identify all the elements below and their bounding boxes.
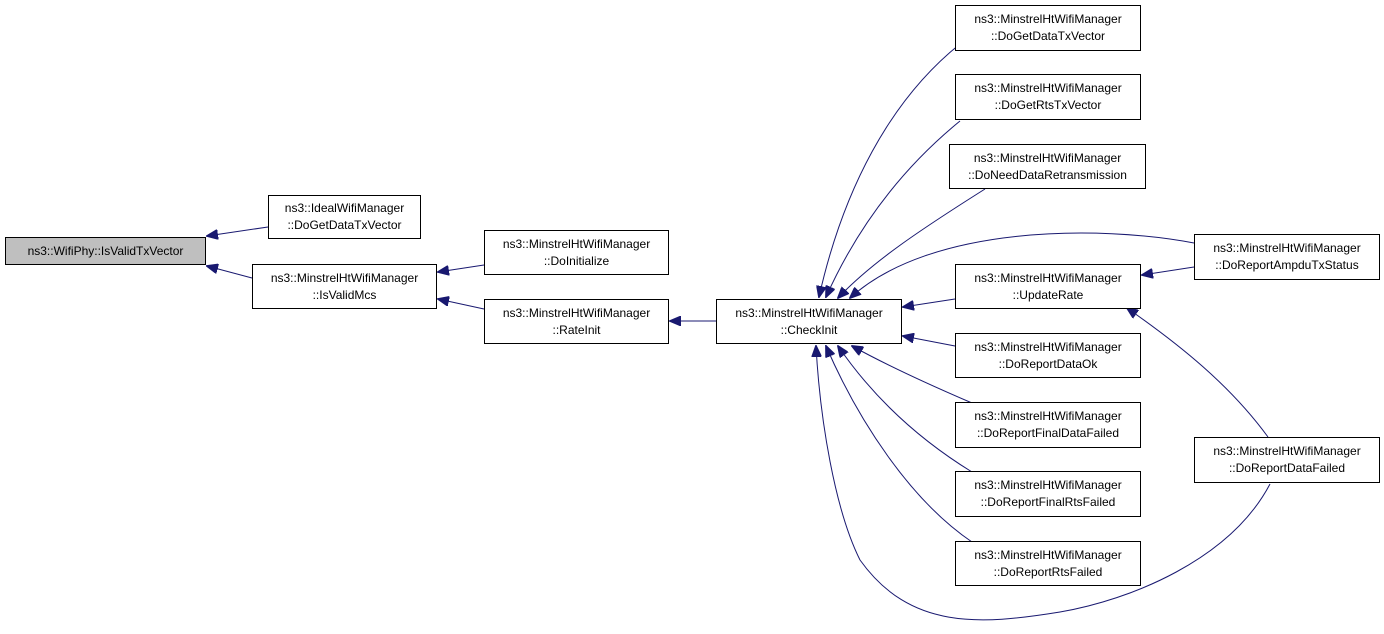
node-method-label: ::DoNeedDataRetransmission	[968, 167, 1127, 182]
edge-doreportfinalrtsfailed-to-checkinit	[838, 346, 973, 473]
node-class-label: ns3::MinstrelHtWifiManager	[270, 270, 419, 285]
edge-doreportampdutxstatus-to-checkinit	[850, 232, 1195, 298]
node-method-label: ::DoReportAmpduTxStatus	[1215, 258, 1359, 272]
node-class-label: ns3::MinstrelHtWifiManager	[974, 409, 1122, 423]
node-doreportrtsfailed[interactable]: ns3::MinstrelHtWifiManager ::DoReportRts…	[955, 541, 1141, 586]
node-class-label: ns3::MinstrelHtWifiManager	[974, 270, 1122, 285]
node-class-label: ns3::MinstrelHtWifiManager	[974, 12, 1122, 26]
node-class-label: ns3::MinstrelHtWifiManager	[735, 305, 883, 320]
edge-doreportfinaldatafailed-to-checkinit	[852, 346, 973, 404]
node-class-label: ns3::MinstrelHtWifiManager	[974, 547, 1122, 562]
node-class-label: ns3::MinstrelHtWifiManager	[973, 150, 1122, 165]
node-class-label: ns3::MinstrelHtWifiManager	[1213, 241, 1361, 255]
node-class-label: ns3::MinstrelHtWifiManager	[974, 339, 1122, 354]
edge-doinitialize-to-isvalidmcs	[438, 264, 485, 272]
edge-doneeddataretransmission-to-checkinit	[838, 188, 986, 298]
node-method-label: ::DoReportFinalRtsFailed	[980, 495, 1116, 509]
edge-updaterate-to-checkinit	[903, 298, 956, 307]
node-method-label: ::IsValidMcs	[312, 287, 377, 302]
edge-ideal-dogetdatatxvector-to-root	[207, 226, 269, 236]
node-method-label: ::DoReportDataFailed	[1228, 461, 1346, 475]
node-class-label: ns3::MinstrelHtWifiManager	[1213, 444, 1361, 458]
node-method-label: ::DoGetRtsTxVector	[994, 98, 1102, 112]
node-method-label: ::DoGetDataTxVector	[990, 29, 1106, 43]
node-class-label: ns3::MinstrelHtWifiManager	[502, 305, 651, 320]
edge-dogetdatatxvector-to-checkinit	[819, 43, 961, 297]
node-checkinit[interactable]: ns3::MinstrelHtWifiManager ::CheckInit	[716, 299, 902, 344]
node-doreportdataok[interactable]: ns3::MinstrelHtWifiManager ::DoReportDat…	[955, 333, 1141, 378]
node-ideal-dogetdatatxvector[interactable]: ns3::IdealWifiManager ::DoGetDataTxVecto…	[268, 195, 421, 239]
node-class-label: ns3::MinstrelHtWifiManager	[974, 478, 1122, 492]
node-doreportfinaldatafailed[interactable]: ns3::MinstrelHtWifiManager ::DoReportFin…	[955, 402, 1141, 448]
edge-doreportdatafailed-to-updaterate	[1127, 308, 1269, 438]
node-method-label: ::DoReportFinalDataFailed	[976, 426, 1120, 440]
edge-rateinit-to-isvalidmcs	[438, 299, 485, 310]
node-isvalidmcs[interactable]: ns3::MinstrelHtWifiManager ::IsValidMcs	[252, 264, 437, 309]
node-doinitialize[interactable]: ns3::MinstrelHtWifiManager ::DoInitializ…	[484, 230, 669, 275]
edge-doreportdataok-to-checkinit	[903, 336, 956, 347]
node-method-label: ::DoReportRtsFailed	[993, 564, 1103, 579]
node-method-label: ::DoInitialize	[543, 253, 610, 268]
node-method-label: ::DoReportDataOk	[998, 356, 1098, 371]
node-doreportdatafailed[interactable]: ns3::MinstrelHtWifiManager ::DoReportDat…	[1194, 437, 1380, 483]
node-class-label: ns3::IdealWifiManager	[284, 201, 405, 215]
node-doreportfinalrtsfailed[interactable]: ns3::MinstrelHtWifiManager ::DoReportFin…	[955, 471, 1141, 517]
edge-doreportampdutxstatus-to-updaterate	[1142, 266, 1195, 275]
root-node-isvalidtxvector: ns3::WifiPhy::IsValidTxVector	[5, 237, 206, 265]
root-node-label: ns3::WifiPhy::IsValidTxVector	[27, 243, 184, 258]
edge-group	[207, 43, 1271, 621]
node-class-label: ns3::MinstrelHtWifiManager	[974, 81, 1122, 95]
node-method-label: ::DoGetDataTxVector	[287, 218, 402, 232]
node-method-label: ::CheckInit	[780, 322, 838, 337]
node-dogetrtstxvector[interactable]: ns3::MinstrelHtWifiManager ::DoGetRtsTxV…	[955, 74, 1141, 120]
edge-doreportdatafailed-to-checkinit	[816, 346, 1271, 621]
node-class-label: ns3::MinstrelHtWifiManager	[502, 236, 651, 251]
node-method-label: ::UpdateRate	[1012, 287, 1084, 302]
node-dogetdatatxvector[interactable]: ns3::MinstrelHtWifiManager ::DoGetDataTx…	[955, 5, 1141, 51]
edge-dogetrtstxvector-to-checkinit	[826, 120, 961, 297]
node-doreportampdutxstatus[interactable]: ns3::MinstrelHtWifiManager ::DoReportAmp…	[1194, 234, 1380, 280]
node-rateinit[interactable]: ns3::MinstrelHtWifiManager ::RateInit	[484, 299, 669, 344]
node-updaterate[interactable]: ns3::MinstrelHtWifiManager ::UpdateRate	[955, 264, 1141, 309]
edge-doreportrtsfailed-to-checkinit	[826, 346, 973, 543]
node-method-label: ::RateInit	[552, 322, 601, 337]
node-doneeddataretransmission[interactable]: ns3::MinstrelHtWifiManager ::DoNeedDataR…	[949, 144, 1146, 189]
edge-isvalidmcs-to-root	[207, 266, 253, 279]
